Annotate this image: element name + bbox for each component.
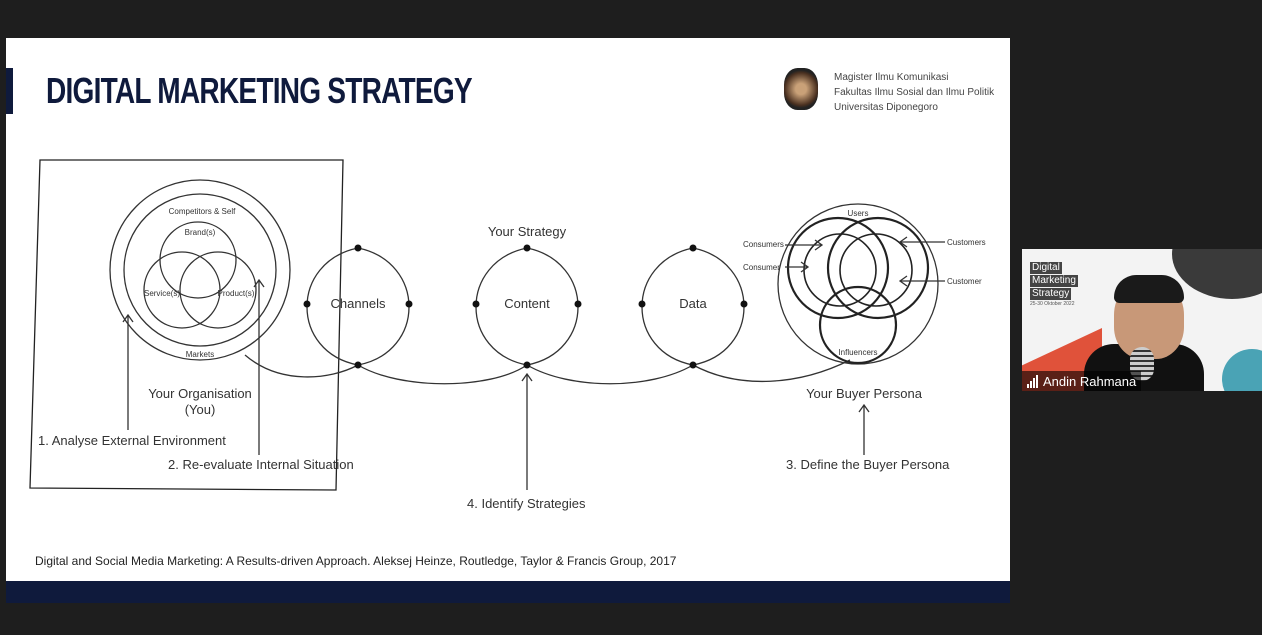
strategy-label: Your Strategy [488, 224, 567, 239]
decorative-shape [1172, 249, 1262, 299]
customer-label: Customer [947, 277, 982, 286]
annotation-box [29, 159, 344, 491]
step1-label: 1. Analyse External Environment [38, 433, 226, 448]
participant-name-tag: Andin Rahmana [1022, 371, 1142, 391]
users-label: Users [848, 209, 869, 218]
competitors-circle [123, 193, 277, 347]
consumers-label: Consumers [743, 240, 784, 249]
consumer-label: Consumer [743, 263, 780, 272]
data-label: Data [679, 296, 707, 311]
citation: Digital and Social Media Marketing: A Re… [35, 554, 677, 568]
presentation-slide: DIGITAL MARKETING STRATEGY Magister Ilmu… [6, 38, 1010, 603]
strategy-diagram: Markets Competitors & Self Brand(s) Serv… [29, 159, 986, 511]
brand-label: Brand(s) [185, 228, 216, 237]
influencers-label: Influencers [838, 348, 877, 357]
step3-label: 3. Define the Buyer Persona [786, 457, 950, 472]
institution-line: Fakultas Ilmu Sosial dan Ilmu Politik [834, 87, 995, 98]
content-label: Content [504, 296, 550, 311]
title-accent-bar [6, 68, 13, 114]
persona-label: Your Buyer Persona [806, 386, 923, 401]
product-label: Product(s) [218, 289, 255, 298]
markets-label: Markets [186, 350, 214, 359]
channels-label: Channels [331, 296, 386, 311]
connecting-curve [244, 354, 851, 385]
video-bg-title: Marketing [1030, 275, 1078, 287]
step4-label: 4. Identify Strategies [467, 496, 586, 511]
video-bg-date: 25-30 Oktober 2022 [1030, 301, 1075, 307]
participant-video-tile[interactable]: Digital Marketing Strategy 25-30 Oktober… [1022, 249, 1262, 391]
service-circle [143, 251, 221, 329]
customers-label: Customers [947, 238, 986, 247]
users-circle [777, 203, 939, 365]
speaker-hair [1114, 275, 1184, 303]
institution-line: Magister Ilmu Komunikasi [834, 72, 949, 83]
persona-venn [786, 216, 930, 365]
decorative-shape [1222, 349, 1262, 391]
node-dots [303, 244, 748, 369]
slide-title: DIGITAL MARKETING STRATEGY [46, 70, 473, 111]
step2-label: 2. Re-evaluate Internal Situation [168, 457, 354, 472]
step-arrows [122, 278, 870, 490]
university-seal-logo [784, 68, 818, 110]
service-label: Service(s) [144, 289, 180, 298]
participant-name: Andin Rahmana [1043, 373, 1137, 389]
video-bg-title: Digital [1030, 262, 1062, 274]
organisation-label: Your Organisation [148, 386, 252, 401]
signal-strength-icon [1027, 374, 1038, 388]
competitors-label: Competitors & Self [169, 207, 236, 216]
slide-footer-bar [6, 581, 1010, 603]
brand-circle [159, 221, 237, 299]
institution-line: Universitas Diponegoro [834, 102, 938, 113]
markets-circle [109, 179, 291, 361]
organisation-sublabel: (You) [185, 402, 216, 417]
persona-arrows [785, 236, 945, 287]
institution-info: Magister Ilmu Komunikasi Fakultas Ilmu S… [834, 70, 994, 115]
video-bg-title: Strategy [1030, 288, 1072, 300]
product-circle [179, 251, 257, 329]
